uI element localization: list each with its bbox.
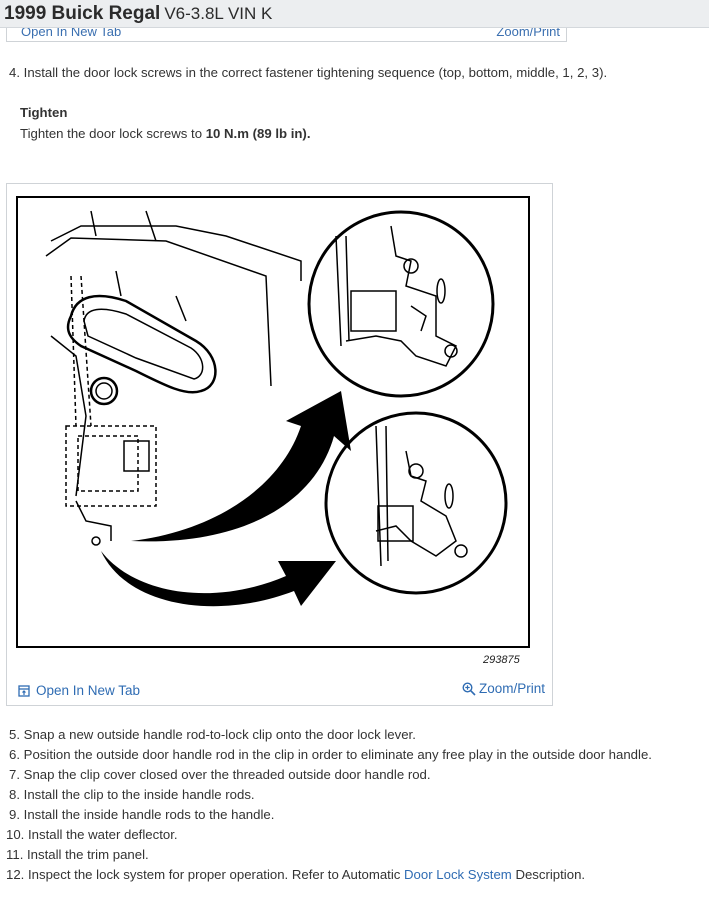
tighten-prefix: Tighten the door lock screws to xyxy=(20,126,206,141)
step-9: 9. Install the inside handle rods to the… xyxy=(9,807,275,822)
figure-box: 293875 Open In New Tab Zoom/Print xyxy=(6,183,553,706)
step-8: 8. Install the clip to the inside handle… xyxy=(9,787,255,802)
step-12: 12. Inspect the lock system for proper o… xyxy=(6,867,585,882)
door-lock-system-link[interactable]: Door Lock System xyxy=(404,867,512,882)
tighten-heading: Tighten xyxy=(20,105,68,120)
door-lock-illustration[interactable] xyxy=(16,196,530,648)
step-5: 5. Snap a new outside handle rod-to-lock… xyxy=(9,727,416,742)
zoom-print-link[interactable]: Zoom/Print xyxy=(462,681,545,696)
open-new-tab-icon xyxy=(18,684,30,697)
zoom-print-label: Zoom/Print xyxy=(478,681,545,696)
vehicle-make: 1999 Buick Regal xyxy=(4,3,161,24)
step-7: 7. Snap the clip cover closed over the t… xyxy=(9,767,431,782)
figure-reference-number: 293875 xyxy=(483,654,520,666)
vehicle-engine: V6-3.8L VIN K xyxy=(164,4,273,23)
step-11: 11. Install the trim panel. xyxy=(6,847,149,862)
tighten-instruction: Tighten the door lock screws to 10 N.m (… xyxy=(20,126,310,141)
tighten-value: 10 N.m (89 lb in). xyxy=(205,126,311,141)
open-in-new-tab-link[interactable]: Open In New Tab xyxy=(18,683,140,698)
step-4: 4. Install the door lock screws in the c… xyxy=(9,65,608,80)
step-6: 6. Position the outside door handle rod … xyxy=(9,747,652,762)
magnifier-zoom-icon xyxy=(462,681,476,696)
step-12-suffix: Description. xyxy=(511,867,586,882)
step-12-prefix: 12. Inspect the lock system for proper o… xyxy=(6,867,405,882)
open-in-new-tab-label: Open In New Tab xyxy=(36,683,141,698)
step-10: 10. Install the water deflector. xyxy=(6,827,178,842)
